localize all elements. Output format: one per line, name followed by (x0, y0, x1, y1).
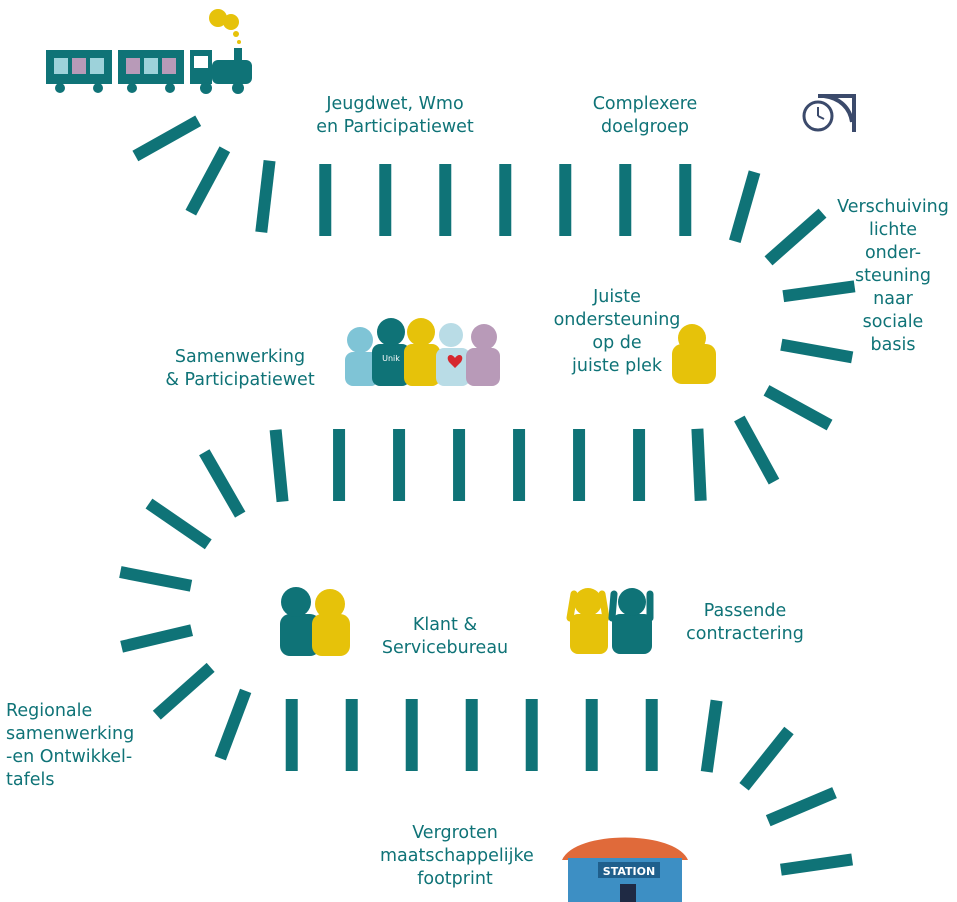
train-illustration (46, 9, 252, 94)
train-window (144, 58, 158, 74)
person-body (404, 344, 440, 386)
train-wheel (55, 83, 65, 93)
locomotive-boiler (212, 60, 252, 84)
person-body (612, 614, 652, 654)
person-head (281, 587, 311, 617)
train-wheel (200, 82, 212, 94)
smoke-cloud (223, 14, 239, 30)
person-body (436, 348, 470, 386)
train-wheel (165, 83, 175, 93)
train-window (72, 58, 86, 74)
track-tie (255, 159, 276, 233)
milestone-jeugdwet: Jeugdwet, Wmo en Participatiewet (316, 94, 474, 137)
train-window (162, 58, 176, 74)
station-clock-icon (802, 94, 856, 132)
milestone-klant: Klant & Servicebureau (381, 615, 509, 658)
station-building-illustration: STATION (562, 837, 688, 902)
station-sign: STATION (603, 865, 655, 878)
train-wheel (232, 82, 244, 94)
track-tie (700, 699, 723, 773)
person-arms (566, 590, 610, 622)
station-roof (562, 837, 688, 860)
group-people-illustration: Unik (345, 318, 500, 386)
person-head (678, 324, 706, 352)
track-tie (729, 170, 761, 243)
heart-icon (447, 355, 463, 368)
train-window (126, 58, 140, 74)
person-head (439, 323, 463, 347)
person-head (407, 318, 435, 346)
smoke-cloud (233, 31, 239, 37)
milestone-verschuiving: Verschuiving lichte onder- steuning naar… (837, 197, 949, 355)
track-ties (119, 115, 856, 876)
track-tie (691, 428, 707, 502)
track-tie (152, 662, 215, 720)
smoke-cloud (237, 40, 241, 44)
locomotive-window (194, 56, 208, 68)
track-tie (764, 208, 827, 266)
milestone-juiste: Juiste ondersteuning op de juiste plek (553, 287, 681, 376)
person-head (315, 589, 345, 619)
person-arms (608, 590, 654, 622)
train-wheel (93, 83, 103, 93)
track-rail-gap (153, 125, 820, 902)
two-people-illustration (280, 587, 350, 656)
cheering-people-illustration (566, 588, 654, 654)
milestone-samenwerking: Samenwerking & Participatiewet (165, 347, 315, 390)
track-tie (780, 338, 854, 364)
track-tie (214, 688, 252, 761)
milestone-passende: Passende contractering (686, 601, 804, 644)
train-window (90, 58, 104, 74)
milestone-vergroten: Vergroten maatschappelijke footprint (380, 823, 534, 889)
person-body (345, 352, 379, 386)
person-head (377, 318, 405, 346)
track-tie (185, 146, 231, 216)
train-wheel (127, 83, 137, 93)
person-body (372, 344, 410, 386)
milestone-regionale: Regionale samenwerking -en Ontwikkel- ta… (6, 701, 135, 790)
track-tie (145, 498, 212, 550)
track-tie (739, 726, 794, 791)
railway-track (119, 115, 856, 902)
track-tie (734, 415, 780, 485)
track-tie (132, 115, 202, 162)
track-tie (119, 566, 193, 592)
train-window (54, 58, 68, 74)
station-door (620, 884, 636, 902)
track-centerline (153, 125, 820, 902)
person-head (471, 324, 497, 350)
clock-bracket (818, 94, 856, 132)
person-body (672, 344, 716, 384)
person-head (347, 327, 373, 353)
track-tie (782, 280, 856, 303)
locomotive-chimney (234, 48, 242, 62)
person-head (574, 588, 602, 616)
track-tie (269, 429, 289, 503)
person-yellow-illustration (672, 324, 716, 384)
milestone-complexere: Complexere doelgroep (592, 94, 698, 137)
station-sign-board (598, 862, 660, 878)
person-body (312, 614, 350, 656)
clock-hand (817, 115, 825, 120)
person-body (466, 348, 500, 386)
person-body (570, 614, 608, 654)
track-tie (763, 385, 833, 431)
track-tie (120, 624, 194, 653)
person-head (618, 588, 646, 616)
track-tie (199, 449, 246, 518)
track-tie (765, 787, 837, 827)
track-tie (780, 853, 854, 876)
person-body (280, 614, 320, 656)
shirt-text: Unik (382, 354, 400, 363)
smoke-cloud (209, 9, 227, 27)
track-rail-outer (153, 125, 820, 902)
